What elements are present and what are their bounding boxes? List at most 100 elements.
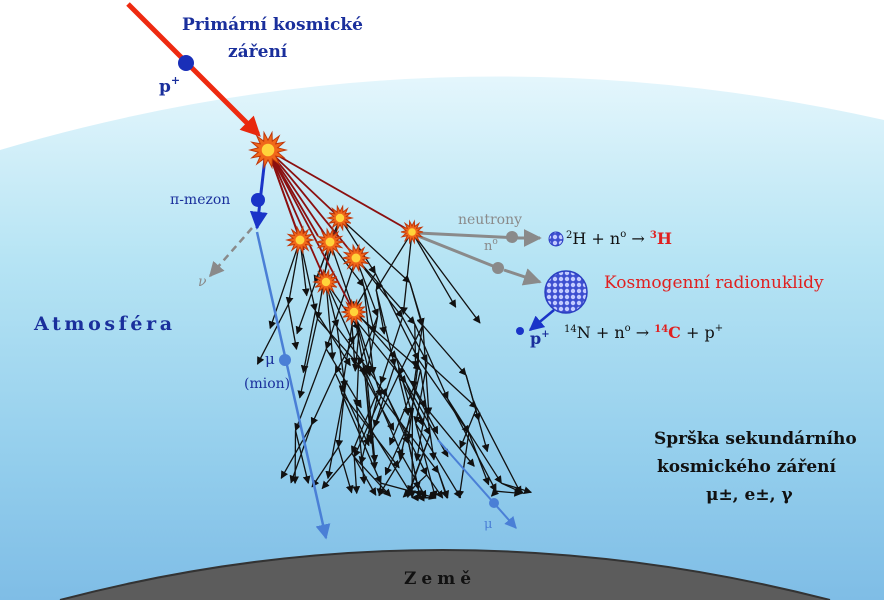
hadron-branch-6 bbox=[267, 149, 413, 233]
shower-arrow-125 bbox=[351, 452, 377, 496]
shower-arrow-116 bbox=[412, 387, 439, 435]
shower-arrow-124 bbox=[321, 452, 353, 490]
muon-lower-label: μ bbox=[484, 517, 492, 532]
shower-arrow-42 bbox=[364, 316, 379, 374]
shower-arrow-85 bbox=[447, 398, 502, 484]
shower-arrow-63 bbox=[365, 373, 379, 463]
shower-label-line2: kosmického záření bbox=[657, 457, 836, 477]
shower-arrow-91 bbox=[386, 395, 409, 444]
collision-core-5 bbox=[321, 277, 331, 287]
pion-track bbox=[249, 157, 268, 230]
shower-arrow-33 bbox=[363, 286, 377, 334]
shower-label-line1: Sprška sekundárního bbox=[654, 429, 857, 449]
shower-arrow-111 bbox=[468, 432, 490, 486]
shower-arrow-139 bbox=[406, 434, 431, 499]
muon-name-label: (mion) bbox=[244, 376, 290, 392]
hadron-branch-1 bbox=[267, 149, 331, 243]
shower-arrow-127 bbox=[490, 488, 500, 497]
shower-arrow-49 bbox=[411, 323, 420, 369]
hadron-branch-3 bbox=[267, 149, 357, 259]
secondary-shower bbox=[256, 217, 533, 502]
hadron-branch-5 bbox=[267, 149, 355, 313]
collision-core-6 bbox=[349, 307, 359, 317]
shower-arrow-118 bbox=[356, 406, 368, 485]
shower-arrow-71 bbox=[418, 359, 470, 434]
shower-arrow-122 bbox=[415, 423, 462, 499]
shower-arrow-121 bbox=[476, 407, 522, 495]
shower-arrow-88 bbox=[335, 387, 346, 448]
primary-label-line2: záření bbox=[228, 42, 288, 62]
shower-arrow-25 bbox=[411, 231, 481, 324]
neutrons-label: neutrony bbox=[458, 212, 522, 228]
shower-arrow-46 bbox=[294, 348, 327, 432]
earth-label: Země bbox=[404, 569, 476, 589]
atmosphere-label: Atmosféra bbox=[33, 313, 176, 335]
neutrino-track bbox=[209, 227, 253, 278]
primary-label-line1: Primární kosmické bbox=[182, 15, 363, 35]
hadron-branch-4 bbox=[267, 149, 327, 283]
neutron-track-2 bbox=[417, 234, 499, 270]
atmosphere-layer bbox=[0, 76, 884, 600]
shower-arrow-131 bbox=[289, 424, 313, 484]
shower-arrow-53 bbox=[336, 326, 388, 397]
neutron-symbol-label: no bbox=[484, 237, 498, 254]
shower-arrow-64 bbox=[353, 396, 382, 458]
neutron-dot-2 bbox=[492, 262, 504, 274]
proton-out-track bbox=[528, 309, 555, 331]
collision-core-0 bbox=[261, 143, 275, 157]
shower-arrow-78 bbox=[426, 361, 478, 409]
shower-arrow-72 bbox=[422, 324, 467, 376]
hadron-branches bbox=[267, 149, 413, 313]
shower-arrow-10 bbox=[339, 217, 376, 275]
shower-arrow-129 bbox=[501, 482, 533, 495]
shower-arrow-58 bbox=[340, 392, 382, 484]
shower-arrow-80 bbox=[358, 383, 382, 465]
proton-out-dot bbox=[516, 327, 524, 335]
shower-arrow-32 bbox=[363, 286, 377, 375]
shower-arrow-87 bbox=[334, 372, 370, 447]
muon-dot bbox=[279, 354, 291, 366]
shower-arrow-74 bbox=[397, 325, 423, 376]
nitrogen-nucleus-icon bbox=[544, 270, 588, 314]
shower-arrow-123 bbox=[415, 423, 438, 499]
muon-dot-lower bbox=[489, 498, 499, 508]
shower-arrow-39 bbox=[374, 273, 420, 361]
collision-core-4 bbox=[351, 253, 361, 263]
shower-arrow-107 bbox=[405, 382, 425, 427]
shower-arrow-109 bbox=[407, 440, 423, 499]
shower-arrow-84 bbox=[447, 398, 497, 492]
shower-arrow-6 bbox=[329, 241, 355, 310]
shower-arrow-115 bbox=[397, 374, 411, 416]
muon-track bbox=[255, 231, 331, 540]
shower-arrow-50 bbox=[334, 329, 360, 374]
neutron-arrow-2 bbox=[503, 268, 542, 286]
shower-arrow-110 bbox=[456, 432, 470, 499]
shower-arrow-28 bbox=[300, 310, 317, 374]
shower-arrow-113 bbox=[465, 375, 481, 422]
shower-arrow-104 bbox=[384, 415, 413, 476]
pion-label: π-mezon bbox=[170, 192, 230, 208]
shower-arrow-35 bbox=[297, 318, 318, 399]
shower-label-line3: μ±, e±, γ bbox=[706, 485, 793, 505]
shower-arrow-94 bbox=[372, 365, 396, 428]
shower-arrow-75 bbox=[410, 325, 424, 389]
shower-arrow-101 bbox=[438, 472, 449, 499]
neutron-dot-1 bbox=[506, 231, 518, 243]
shower-arrow-30 bbox=[256, 304, 289, 365]
shower-arrow-130 bbox=[280, 424, 313, 479]
shower-arrow-76 bbox=[353, 365, 361, 408]
shower-arrow-133 bbox=[337, 446, 354, 494]
muon-symbol-label: μ bbox=[265, 350, 275, 368]
collision-bursts bbox=[248, 130, 424, 326]
collision-core-3 bbox=[335, 213, 345, 223]
neutron-track-1 bbox=[417, 231, 521, 240]
shower-arrow-98 bbox=[352, 456, 361, 495]
pion-dot bbox=[251, 193, 265, 207]
shower-arrow-99 bbox=[353, 456, 392, 497]
shower-arrow-117 bbox=[388, 387, 415, 446]
collision-core-2 bbox=[325, 237, 335, 247]
shower-arrow-61 bbox=[375, 289, 397, 367]
shower-arrow-59 bbox=[341, 392, 400, 469]
collision-core-1 bbox=[295, 235, 305, 245]
